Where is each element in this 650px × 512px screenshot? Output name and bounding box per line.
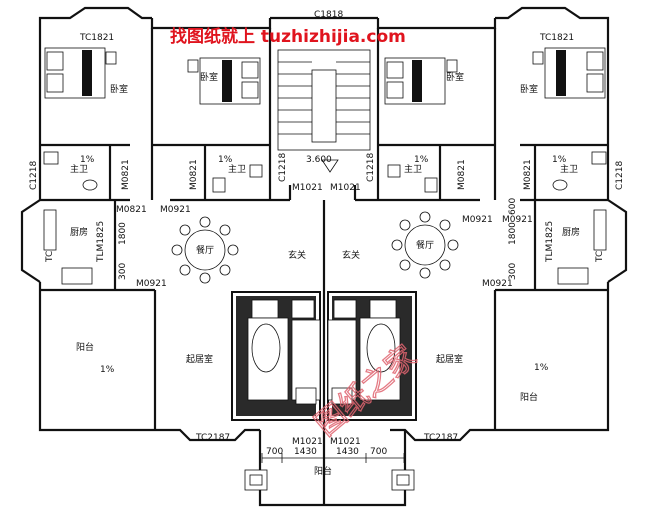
slope-bath-2: 1% [218,155,233,165]
label-tc-left: TC [45,251,55,263]
room-bath-2: 主卫 [228,163,246,175]
label-600-right: 600 [508,198,518,215]
dimension-1: 700 [266,447,283,457]
dining-table-left [171,216,239,284]
bed-right-1 [384,57,458,105]
bottom-dimension-line [261,453,405,463]
label-c1218-right: C1218 [615,161,625,190]
room-dining-right: 餐厅 [416,239,434,251]
label-m0821-4: M0821 [523,159,533,190]
slope-bath-1: 1% [80,155,95,165]
label-m1021-entry-right: M1021 [330,437,361,447]
label-300-left: 300 [118,263,128,280]
label-tc-right: TC [595,251,605,263]
label-c1218-stair-left: C1218 [278,153,288,182]
room-kitchen-left: 厨房 [70,226,88,238]
label-1800-right: 1800 [508,222,518,245]
room-foyer-left: 玄关 [288,249,306,261]
room-living-left: 起居室 [186,353,213,365]
label-m0821-3: M0821 [457,159,467,190]
label-m0921-left-b: M0921 [136,279,167,289]
slope-balcony-left: 1% [100,365,115,375]
label-m1021-stair-right: M1021 [330,183,361,193]
room-living-right: 起居室 [436,353,463,365]
label-m0921-right-kitchen: M0921 [502,215,533,225]
label-tc2187-left: TC2187 [195,433,230,443]
bathroom-fixtures [43,151,607,193]
label-m0921-left-a: M0921 [160,205,191,215]
room-bath-1: 主卫 [70,163,88,175]
label-m0821-2: M0821 [189,159,199,190]
label-m0821-kitchen: M0821 [116,205,147,215]
label-1800-left: 1800 [118,222,128,245]
label-c1818: C1818 [314,10,343,20]
room-foyer-right: 玄关 [342,249,360,261]
dimension-4: 700 [370,447,387,457]
label-m1021-stair-left: M1021 [292,183,323,193]
room-bedroom-2: 卧室 [200,71,218,83]
room-bath-4: 主卫 [560,163,578,175]
label-stair-elevation: 3.600 [306,155,332,165]
slope-bath-4: 1% [552,155,567,165]
room-bath-3: 主卫 [404,163,422,175]
kitchen-counters [43,209,607,285]
living-sofa-right [327,291,417,421]
room-dining-left: 餐厅 [196,244,214,256]
label-tlm-left: TLM1825 [96,221,106,263]
room-balcony-left: 阳台 [76,341,94,353]
label-tc1821-left: TC1821 [79,33,114,43]
room-bedroom-3: 卧室 [446,71,464,83]
label-c1218-stair-right: C1218 [366,153,376,182]
staircase [277,49,371,173]
bed-left-2 [187,57,261,105]
room-balcony-right: 阳台 [520,391,538,403]
watermark-top: 找图纸就上 tuzhizhijia.com [170,26,406,47]
dining-table-right [391,211,459,279]
balcony-pillars [244,469,415,491]
label-tc1821-right: TC1821 [539,33,574,43]
room-balcony-bottom: 阳台 [314,465,332,477]
bed-left-1 [44,47,117,99]
living-sofa-left [231,291,321,421]
bed-right-2 [532,47,606,99]
label-m0821-1: M0821 [121,159,131,190]
dimension-3: 1430 [336,447,359,457]
label-m0921-right-b: M0921 [482,279,513,289]
exterior-walls [20,6,628,507]
label-tlm-right: TLM1825 [545,221,555,263]
label-300-right: 300 [508,263,518,280]
label-m0921-right-a: M0921 [462,215,493,225]
slope-bath-3: 1% [414,155,429,165]
label-c1218-left: C1218 [29,161,39,190]
dimension-2: 1430 [294,447,317,457]
label-m1021-entry-left: M1021 [292,437,323,447]
slope-balcony-right: 1% [534,363,549,373]
room-bedroom-1: 卧室 [110,83,128,95]
room-kitchen-right: 厨房 [562,226,580,238]
label-tc2187-right: TC2187 [423,433,458,443]
room-bedroom-4: 卧室 [520,83,538,95]
